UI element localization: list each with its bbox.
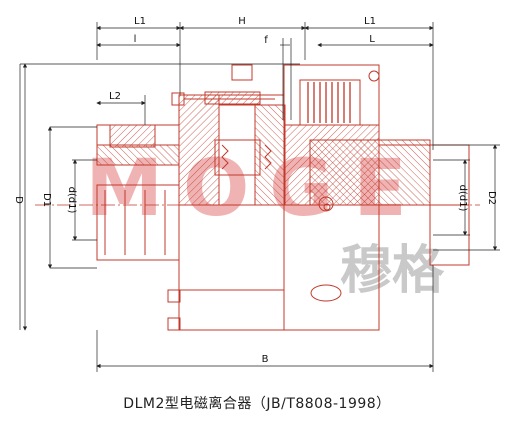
dim-label-D1: D1: [41, 193, 52, 207]
dim-label-d-left: d(d1): [66, 187, 77, 214]
dim-label-d-right: d(d1): [457, 185, 468, 212]
figure-caption: DLM2型电磁离合器（JB/T8808-1998）: [123, 396, 391, 412]
dim-label-D: D: [13, 196, 24, 204]
dim-label-l-left: l: [134, 34, 137, 45]
watermark-chinese: 穆格: [340, 241, 445, 301]
dim-label-L1-right: L1: [364, 16, 376, 27]
dim-label-H: H: [238, 16, 246, 27]
dim-label-L-right: L: [369, 34, 375, 45]
dim-label-B: B: [262, 354, 269, 365]
dimension-lines: [19, 22, 500, 372]
dim-label-D2: D2: [486, 191, 497, 205]
dim-label-f: f: [264, 35, 268, 46]
dim-label-L1-left: L1: [134, 16, 146, 27]
clutch-body: [96, 64, 470, 331]
dim-label-L2: L2: [109, 91, 121, 102]
